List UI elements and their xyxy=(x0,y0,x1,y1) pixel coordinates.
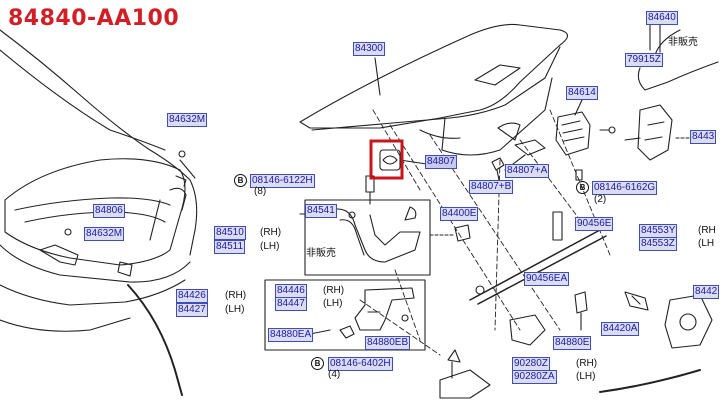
lh-note: (LH) xyxy=(225,304,245,315)
part-label-84632m-bottom[interactable]: 84632M xyxy=(84,227,125,241)
bolt-b-icon: B xyxy=(234,174,247,187)
not-for-sale-note: 非販売 xyxy=(668,37,698,48)
bolt3-qty: (4) xyxy=(328,369,341,380)
bolt-b-icon: B xyxy=(576,181,589,194)
not-for-sale-note: 非販売 xyxy=(306,248,336,259)
bolt1-qty: (8) xyxy=(254,186,267,197)
highlight-box xyxy=(369,139,404,180)
rh-note: (RH) xyxy=(225,290,247,301)
part-label-84807b[interactable]: 84807+B xyxy=(469,180,514,194)
part-label-84807a[interactable]: 84807+A xyxy=(505,164,550,178)
car-body-outline xyxy=(0,29,198,332)
trunk-lid-outline xyxy=(299,23,569,156)
part-label-8443[interactable]: 8443 xyxy=(690,130,717,144)
part-label-08146-6402h[interactable]: 08146-6402H xyxy=(328,357,393,371)
part-label-84541[interactable]: 84541 xyxy=(305,204,337,218)
rh-note: (RH) xyxy=(260,227,282,238)
part-label-84614[interactable]: 84614 xyxy=(566,86,598,100)
diagram-title: 84840-AA100 xyxy=(8,6,180,31)
part-label-84553y[interactable]: 84553Y xyxy=(639,224,678,238)
part-label-84632m-top[interactable]: 84632M xyxy=(167,113,208,127)
leader-arrow-curve xyxy=(127,284,183,396)
lh-note: (LH) xyxy=(576,371,596,382)
part-label-79915z[interactable]: 79915Z xyxy=(625,53,663,67)
bolt2-qty: (2) xyxy=(594,194,607,205)
part-label-90456ea[interactable]: 90456EA xyxy=(524,272,570,286)
part-label-08146-6122h[interactable]: 08146-6122H xyxy=(250,174,315,188)
part-label-90456e[interactable]: 90456E xyxy=(575,217,614,231)
part-label-84807[interactable]: 84807 xyxy=(425,155,457,169)
part-label-08146-6162g[interactable]: 08146-6162G xyxy=(592,181,658,195)
rh-note: (RH xyxy=(698,225,716,236)
part-label-84640[interactable]: 84640 xyxy=(646,11,678,25)
part-label-84420a[interactable]: 84420A xyxy=(601,322,640,336)
part-label-84806[interactable]: 84806 xyxy=(93,204,125,218)
part-label-84510[interactable]: 84510 xyxy=(214,226,246,240)
lh-note: (LH) xyxy=(260,241,280,252)
part-label-90280z[interactable]: 90280Z xyxy=(512,357,550,371)
part-label-84553z[interactable]: 84553Z xyxy=(639,237,677,251)
part-label-90280za[interactable]: 90280ZA xyxy=(512,370,557,384)
rh-note: (RH) xyxy=(323,285,345,296)
part-label-84511[interactable]: 84511 xyxy=(214,240,246,254)
part-label-84427[interactable]: 84427 xyxy=(176,303,208,317)
part-label-84447[interactable]: 84447 xyxy=(275,297,307,311)
lh-note: (LH xyxy=(698,238,715,249)
part-label-84880eb[interactable]: 84880EB xyxy=(365,336,411,350)
lh-note: (LH) xyxy=(323,298,343,309)
part-label-84400e[interactable]: 84400E xyxy=(440,207,479,221)
rh-note: (RH) xyxy=(576,358,598,369)
part-label-8442[interactable]: 8442 xyxy=(693,285,720,299)
part-label-84880ea[interactable]: 84880EA xyxy=(268,328,314,342)
part-label-84446[interactable]: 84446 xyxy=(275,284,307,298)
part-label-84880e[interactable]: 84880E xyxy=(553,336,592,350)
part-label-84300[interactable]: 84300 xyxy=(353,42,385,56)
bolt-b-icon: B xyxy=(311,357,324,370)
part-label-84426[interactable]: 84426 xyxy=(176,289,208,303)
